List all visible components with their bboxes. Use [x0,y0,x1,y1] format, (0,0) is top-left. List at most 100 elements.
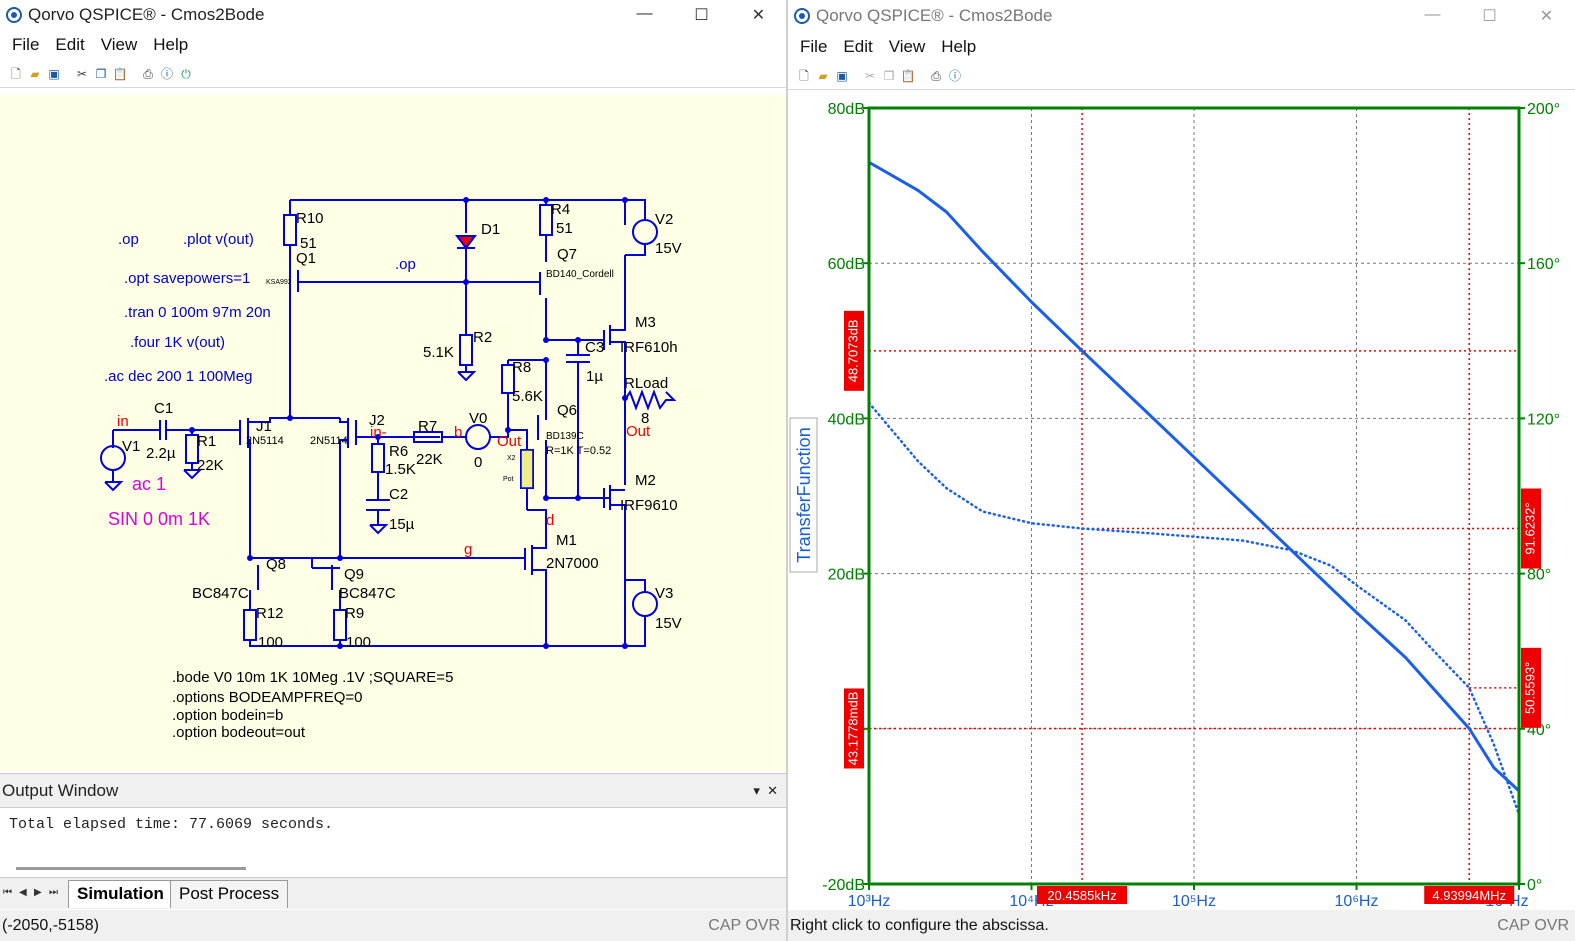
help-icon[interactable]: ⓘ [160,66,173,81]
window-divider [786,0,788,941]
svg-text:22K: 22K [416,451,443,468]
svg-text:Q7: Q7 [557,246,577,263]
cursor-flag-right-1-bg [1521,488,1541,569]
output-window[interactable]: Total elapsed time: 77.6069 seconds. [0,807,786,877]
svg-text:R4: R4 [551,201,570,218]
toolbar: 🗋 ▰ ▣ ✂ ❐ 📋 ⎙ ⓘ ⏻ [0,60,787,88]
svg-text:Q1: Q1 [296,250,316,267]
svg-text:R1: R1 [197,433,216,450]
toolbar: 🗋 ▰ ▣ ✂ ❐ 📋 ⎙ ⓘ [788,62,1575,90]
maximize-button[interactable]: ☐ [1482,8,1497,25]
new-file-icon[interactable]: 🗋 [799,68,809,83]
directive-texts: .op .plot v(out) .opt savepowers=1 .tran… [104,231,453,741]
svg-text:8: 8 [641,410,649,427]
save-icon[interactable]: ▣ [836,68,848,83]
tab-first-icon[interactable]: ⏮ [3,887,12,898]
phase-series-line [867,401,1521,816]
svg-text:d: d [546,512,554,529]
svg-text:1.5K: 1.5K [385,461,416,478]
schematic-dots [189,197,628,649]
copy-icon[interactable]: ❐ [883,68,895,83]
svg-text:RLoad: RLoad [624,375,668,392]
cursor-flag-x2-bg [1424,886,1515,904]
copy-icon[interactable]: ❐ [95,66,107,81]
svg-text:R8: R8 [512,359,531,376]
y-axis-right-ticks: 200°160°120°80°40°0° [1519,101,1560,894]
cursor-flag-x2: 4.93994MHz [1432,888,1506,903]
tab-next-icon[interactable]: ▶ [34,887,42,898]
new-file-icon[interactable]: 🗋 [11,66,21,81]
menu-view[interactable]: View [100,35,138,54]
cursor-flag-x1: 20.4585kHz [1047,888,1116,903]
menu-help[interactable]: Help [153,35,189,54]
help-icon[interactable]: ⓘ [948,68,961,83]
y-left-tick-label: -20dB [822,877,865,894]
y-left-tick-label: 80dB [828,101,865,118]
svg-text:X2: X2 [507,455,516,462]
window-title: Qorvo QSPICE® - Cmos2Bode [816,6,1053,25]
output-window-controls[interactable]: ▾ ✕ [753,782,778,798]
menu-help[interactable]: Help [941,37,977,56]
bode-plot[interactable]: 80dB60dB40dB20dB0-20dB 200°160°120°80°40… [788,96,1575,910]
qspice-logo-icon [794,8,810,24]
plot-cursors[interactable] [869,108,1519,884]
tab-prev-icon[interactable]: ◀ [19,887,27,898]
svg-text:R12: R12 [256,605,284,622]
minimize-button[interactable]: — [1424,6,1441,23]
tab-last-icon[interactable]: ⏭ [49,887,58,898]
directive-plot: .plot v(out) [183,231,254,248]
run-icon[interactable]: ⏻ [181,66,191,81]
svg-text:Q6: Q6 [557,402,577,419]
keyboard-flags: CAP OVR [1497,916,1569,934]
svg-text:Out: Out [497,433,522,450]
menu-file[interactable]: File [12,35,40,54]
svg-text:BD140_Cordell: BD140_Cordell [546,269,614,280]
waveform-window: Qorvo QSPICE® - Cmos2Bode — ☐ ✕ File Edi… [788,0,1575,941]
cursor-flag-left-1: 48.7073dB [845,319,860,382]
open-folder-icon[interactable]: ▰ [818,68,828,83]
svg-text:V2: V2 [655,211,673,228]
tab-simulation[interactable]: Simulation [68,880,173,908]
y-left-tick-label: 40dB [828,411,865,428]
tab-post-process[interactable]: Post Process [170,880,289,908]
cursor-flags[interactable]: 48.7073dB43.1778mdB91.6232°50.5593°20.45… [844,310,1541,904]
cut-icon[interactable]: ✂ [864,68,876,83]
title-bar[interactable]: Qorvo QSPICE® - Cmos2Bode — ☐ ✕ [788,0,1575,32]
svg-text:R9: R9 [345,605,364,622]
y-axis-left-ticks: 80dB60dB40dB20dB0-20dB [822,101,869,894]
close-button[interactable]: ✕ [1539,8,1554,25]
y-axis-title-box[interactable]: TransferFunction [789,417,818,573]
open-folder-icon[interactable]: ▰ [30,66,40,81]
close-button[interactable]: ✕ [751,7,766,24]
svg-text:R10: R10 [296,210,324,227]
output-scrollbar[interactable] [16,867,246,870]
paste-icon[interactable]: 📋 [112,66,128,81]
title-bar[interactable]: Qorvo QSPICE® - Cmos2Bode — ☐ ✕ [0,0,787,30]
svg-text:0: 0 [474,454,482,471]
svg-text:g: g [464,541,472,558]
maximize-button[interactable]: ☐ [694,7,709,24]
directive-options: .options BODEAMPFREQ=0 [172,689,363,706]
output-text: Total elapsed time: 77.6069 seconds. [9,816,334,833]
save-icon[interactable]: ▣ [48,66,60,81]
svg-text:J2: J2 [369,412,385,429]
svg-text:15V: 15V [655,240,682,257]
menu-view[interactable]: View [888,37,926,56]
menu-edit[interactable]: Edit [55,35,85,54]
menu-file[interactable]: File [800,37,828,56]
y-axis-title: TransferFunction [794,427,814,562]
schematic-canvas[interactable]: .op .plot v(out) .opt savepowers=1 .tran… [0,95,786,771]
minimize-button[interactable]: — [636,5,653,22]
svg-text:in: in [117,413,129,430]
print-icon[interactable]: ⎙ [143,66,153,81]
menu-bar: File Edit View Help [0,30,787,60]
directive-ac: .ac dec 200 1 100Meg [104,368,252,385]
menu-edit[interactable]: Edit [843,37,873,56]
cursor-flag-left-2-bg [844,688,864,769]
cut-icon[interactable]: ✂ [76,66,88,81]
paste-icon[interactable]: 📋 [900,68,916,83]
directive-bodeout: .option bodeout=out [172,724,306,741]
svg-text:2N5114: 2N5114 [310,435,348,447]
print-icon[interactable]: ⎙ [931,68,941,83]
svg-text:ac 1: ac 1 [132,474,166,494]
